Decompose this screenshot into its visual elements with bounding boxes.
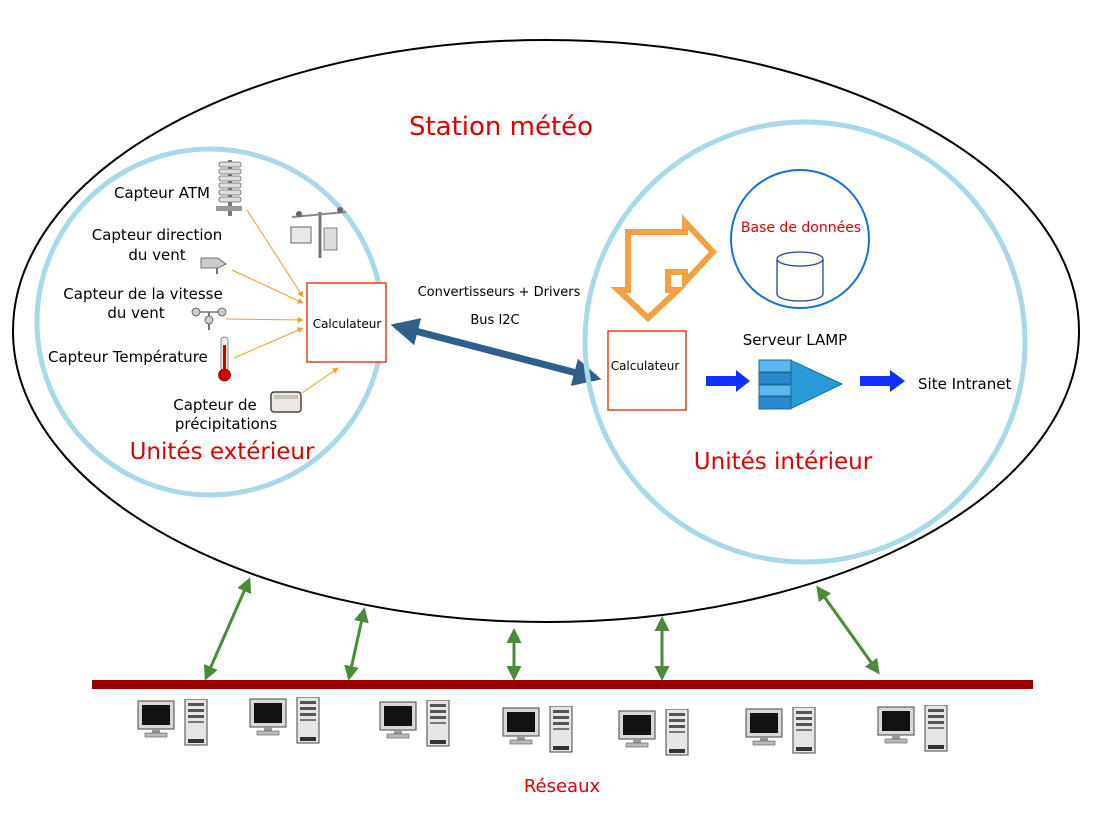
outdoor-computer-label: Calculateur <box>313 317 382 331</box>
station-title: Station météo <box>409 112 593 142</box>
database-icon <box>776 251 824 302</box>
flow-arrow-icon-2 <box>860 370 905 392</box>
database-label: Base de données <box>741 220 861 236</box>
indoor-unit-circle <box>582 119 1028 565</box>
weather-station-icon <box>290 207 347 258</box>
network-computer-icon <box>137 699 208 746</box>
network-computer-icon <box>745 707 816 754</box>
sensor-wind-direction-label: Capteur direction <box>92 226 222 244</box>
sync-arrow-icon <box>610 214 718 323</box>
sensor-precipitation-label-2: précipitations <box>175 415 277 433</box>
server-label: Serveur LAMP <box>743 331 847 349</box>
bus-link-label-2: Bus I2C <box>470 313 519 328</box>
flow-arrow-icon <box>706 370 750 392</box>
indoor-title: Unités intérieur <box>694 449 873 475</box>
network-computer-icon <box>249 697 320 744</box>
network-label: Réseaux <box>524 776 601 797</box>
atm-sensor-icon <box>216 160 242 216</box>
sensor-precipitation-label: Capteur de <box>173 396 257 414</box>
sensor-wind-speed-label: Capteur de la vitesse <box>63 285 222 303</box>
outdoor-title: Unités extérieur <box>130 439 315 465</box>
thermometer-icon <box>218 336 231 382</box>
network-computer-icon <box>502 706 573 753</box>
indoor-computer-box <box>607 330 687 411</box>
sensor-temperature-label: Capteur Température <box>48 348 208 366</box>
network-bus <box>92 680 1033 689</box>
sensor-atm-label: Capteur ATM <box>114 184 210 202</box>
network-link-1 <box>203 577 252 681</box>
network-links <box>203 577 880 681</box>
sensor-connector-lines <box>225 209 339 394</box>
network-computer-icon <box>379 700 450 747</box>
indoor-computer-label: Calculateur <box>611 359 680 373</box>
lamp-server-icon <box>758 359 844 410</box>
sensor-wind-speed-label-2: du vent <box>107 304 164 322</box>
sensor-wind-direction-label-2: du vent <box>128 246 185 264</box>
database-circle <box>730 169 870 309</box>
rain-gauge-icon <box>270 391 302 413</box>
outdoor-computer-box <box>306 282 387 363</box>
bus-link-arrow <box>390 318 602 386</box>
network-link-5 <box>816 585 880 675</box>
network-computer-icon <box>618 709 689 756</box>
bus-link-label: Convertisseurs + Drivers <box>418 285 581 300</box>
wind-direction-icon <box>200 257 227 274</box>
network-link-2 <box>344 607 369 681</box>
network-computer-icon <box>877 705 948 752</box>
station-boundary <box>12 39 1080 623</box>
site-intranet-label: Site Intranet <box>918 375 1011 393</box>
wind-speed-icon <box>191 307 227 330</box>
